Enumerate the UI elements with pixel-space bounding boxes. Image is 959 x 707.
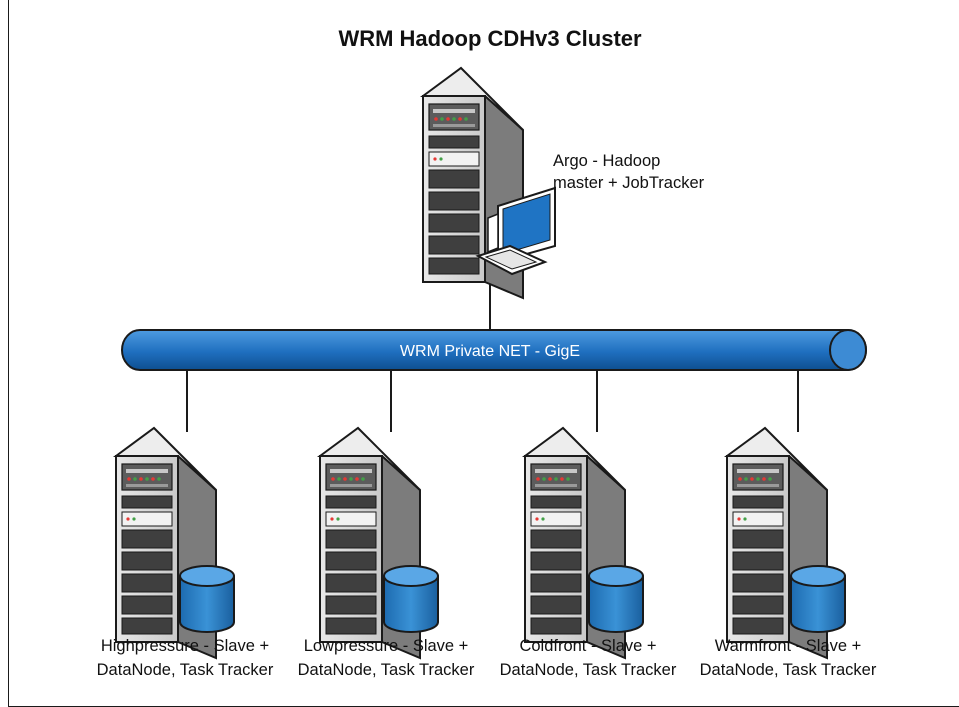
slave-4-label-line2: DataNode, Task Tracker — [700, 661, 877, 679]
slave-node-1: Highpressure - Slave + DataNode, Task Tr… — [97, 427, 274, 679]
diagram-title: WRM Hadoop CDHv3 Cluster — [338, 26, 642, 51]
network-label: WRM Private NET - GigE — [400, 343, 580, 360]
master-label-line1: Argo - Hadoop — [553, 152, 660, 170]
workstation-icon — [475, 186, 556, 276]
slave-3-label-line2: DataNode, Task Tracker — [500, 661, 677, 679]
database-icon — [179, 565, 235, 633]
slave-1-label-line1: Highpressure - Slave + — [101, 637, 269, 655]
slave-2-label-line1: Lowpressure - Slave + — [304, 637, 469, 655]
slave-1-label-line2: DataNode, Task Tracker — [97, 661, 274, 679]
database-icon — [588, 565, 644, 633]
slave-3-label-line1: Coldfront - Slave + — [519, 637, 656, 655]
slave-2-label-line2: DataNode, Task Tracker — [298, 661, 475, 679]
network-bus: WRM Private NET - GigE — [121, 329, 867, 371]
database-icon — [790, 565, 846, 633]
master-server: Argo - Hadoop master + JobTracker — [422, 67, 705, 299]
database-icon — [383, 565, 439, 633]
slave-4-label-line1: Warmfront - Slave + — [715, 637, 862, 655]
master-label-line2: master + JobTracker — [553, 174, 705, 192]
slave-node-3: Coldfront - Slave + DataNode, Task Track… — [500, 427, 677, 679]
slave-node-2: Lowpressure - Slave + DataNode, Task Tra… — [298, 427, 475, 679]
slave-node-4: Warmfront - Slave + DataNode, Task Track… — [700, 427, 877, 679]
